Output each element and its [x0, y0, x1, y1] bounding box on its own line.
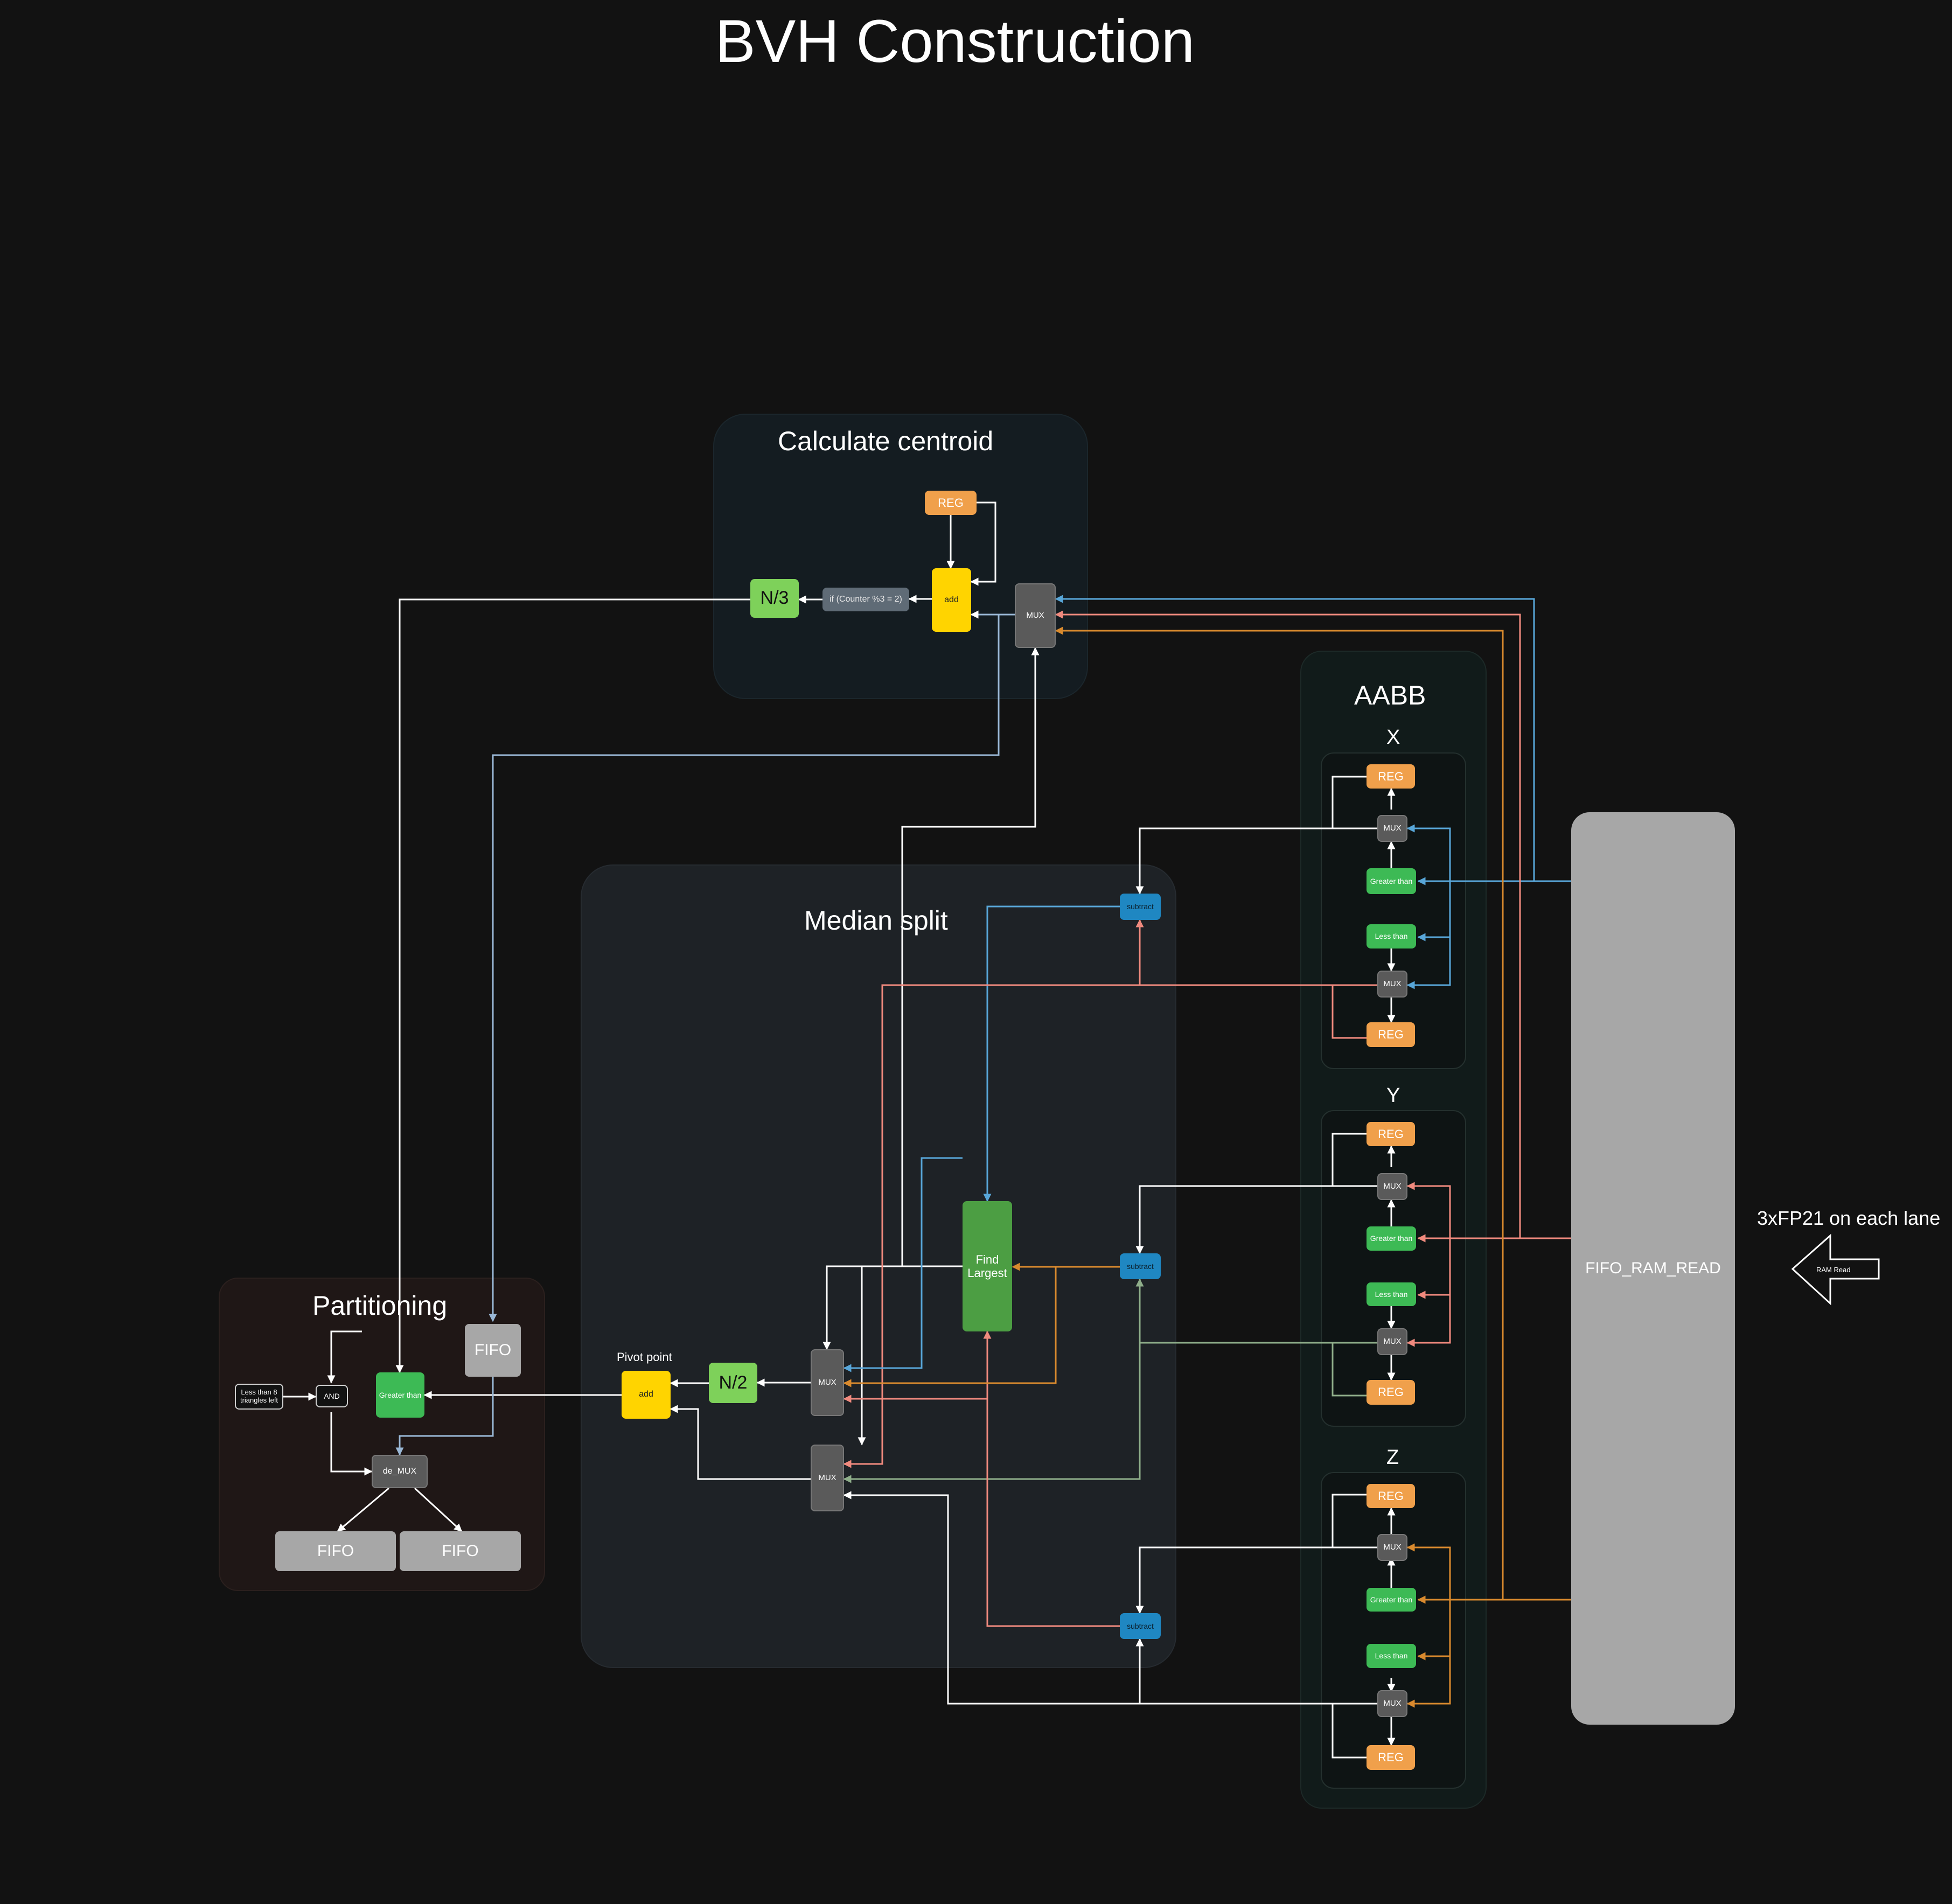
- aabb-y-lane: [1321, 1110, 1466, 1427]
- group-calculate-centroid-label: Calculate centroid: [778, 426, 994, 456]
- centroid-adder: add: [932, 568, 971, 632]
- aabb-y-mux-max: MUX: [1377, 1173, 1407, 1200]
- aabb-x-lane: [1321, 752, 1466, 1069]
- aabb-z-mux-min: MUX: [1377, 1690, 1407, 1717]
- less-than-8-triangles: Less than 8 triangles left: [235, 1384, 283, 1410]
- median-mux-1: MUX: [811, 1349, 844, 1416]
- aabb-y-reg-min: REG: [1367, 1380, 1415, 1405]
- find-largest: Find Largest: [963, 1201, 1012, 1331]
- partition-and: AND: [316, 1385, 348, 1407]
- aabb-x-mux-max: MUX: [1377, 815, 1407, 842]
- aabb-z-less-than: Less than: [1367, 1644, 1416, 1668]
- divide-by-3: N/3: [750, 579, 799, 618]
- aabb-x-reg-min: REG: [1367, 1022, 1415, 1047]
- aabb-y-reg-max: REG: [1367, 1122, 1415, 1146]
- partition-demux: de_MUX: [372, 1455, 428, 1488]
- partition-fifo-right: FIFO: [400, 1531, 521, 1571]
- centroid-mux: MUX: [1015, 583, 1056, 648]
- subtract-y: subtract: [1120, 1253, 1161, 1279]
- pivot-point-label: Pivot point: [617, 1350, 672, 1364]
- fifo-ram-read: FIFO_RAM_READ: [1571, 812, 1735, 1725]
- aabb-z-label: Z: [1386, 1446, 1399, 1469]
- aabb-x-mux-min: MUX: [1377, 971, 1407, 998]
- partition-fifo-left: FIFO: [275, 1531, 396, 1571]
- aabb-x-less-than: Less than: [1367, 924, 1416, 948]
- aabb-y-mux-min: MUX: [1377, 1328, 1407, 1355]
- diagram-title: BVH Construction: [715, 8, 1195, 75]
- group-median-split-label: Median split: [804, 905, 948, 936]
- aabb-z-lane: [1321, 1472, 1466, 1789]
- counter-condition: if (Counter %3 = 2): [822, 588, 909, 611]
- partition-greater-than: Greater than: [376, 1372, 424, 1418]
- pivot-adder: add: [622, 1371, 671, 1419]
- subtract-x: subtract: [1120, 894, 1161, 920]
- aabb-y-greater-than: Greater than: [1367, 1226, 1416, 1251]
- group-aabb-label: AABB: [1354, 680, 1426, 710]
- centroid-reg: REG: [925, 491, 977, 515]
- median-mux-2: MUX: [811, 1445, 844, 1511]
- group-partitioning-label: Partitioning: [312, 1291, 448, 1321]
- aabb-x-label: X: [1386, 726, 1400, 749]
- aabb-y-less-than: Less than: [1367, 1282, 1416, 1306]
- lane-width-note: 3xFP21 on each lane: [1757, 1207, 1941, 1229]
- divide-by-2: N/2: [709, 1363, 757, 1403]
- ram-read-label: RAM Read: [1816, 1266, 1851, 1274]
- partition-fifo-input: FIFO: [465, 1324, 521, 1377]
- aabb-x-greater-than: Greater than: [1367, 868, 1416, 894]
- aabb-z-mux-max: MUX: [1377, 1534, 1407, 1561]
- aabb-z-reg-min: REG: [1367, 1745, 1415, 1770]
- aabb-y-label: Y: [1386, 1084, 1400, 1107]
- aabb-z-reg-max: REG: [1367, 1484, 1415, 1508]
- group-median-split: [581, 864, 1176, 1668]
- subtract-z: subtract: [1120, 1613, 1161, 1639]
- aabb-x-reg-max: REG: [1367, 764, 1415, 789]
- aabb-z-greater-than: Greater than: [1367, 1588, 1416, 1612]
